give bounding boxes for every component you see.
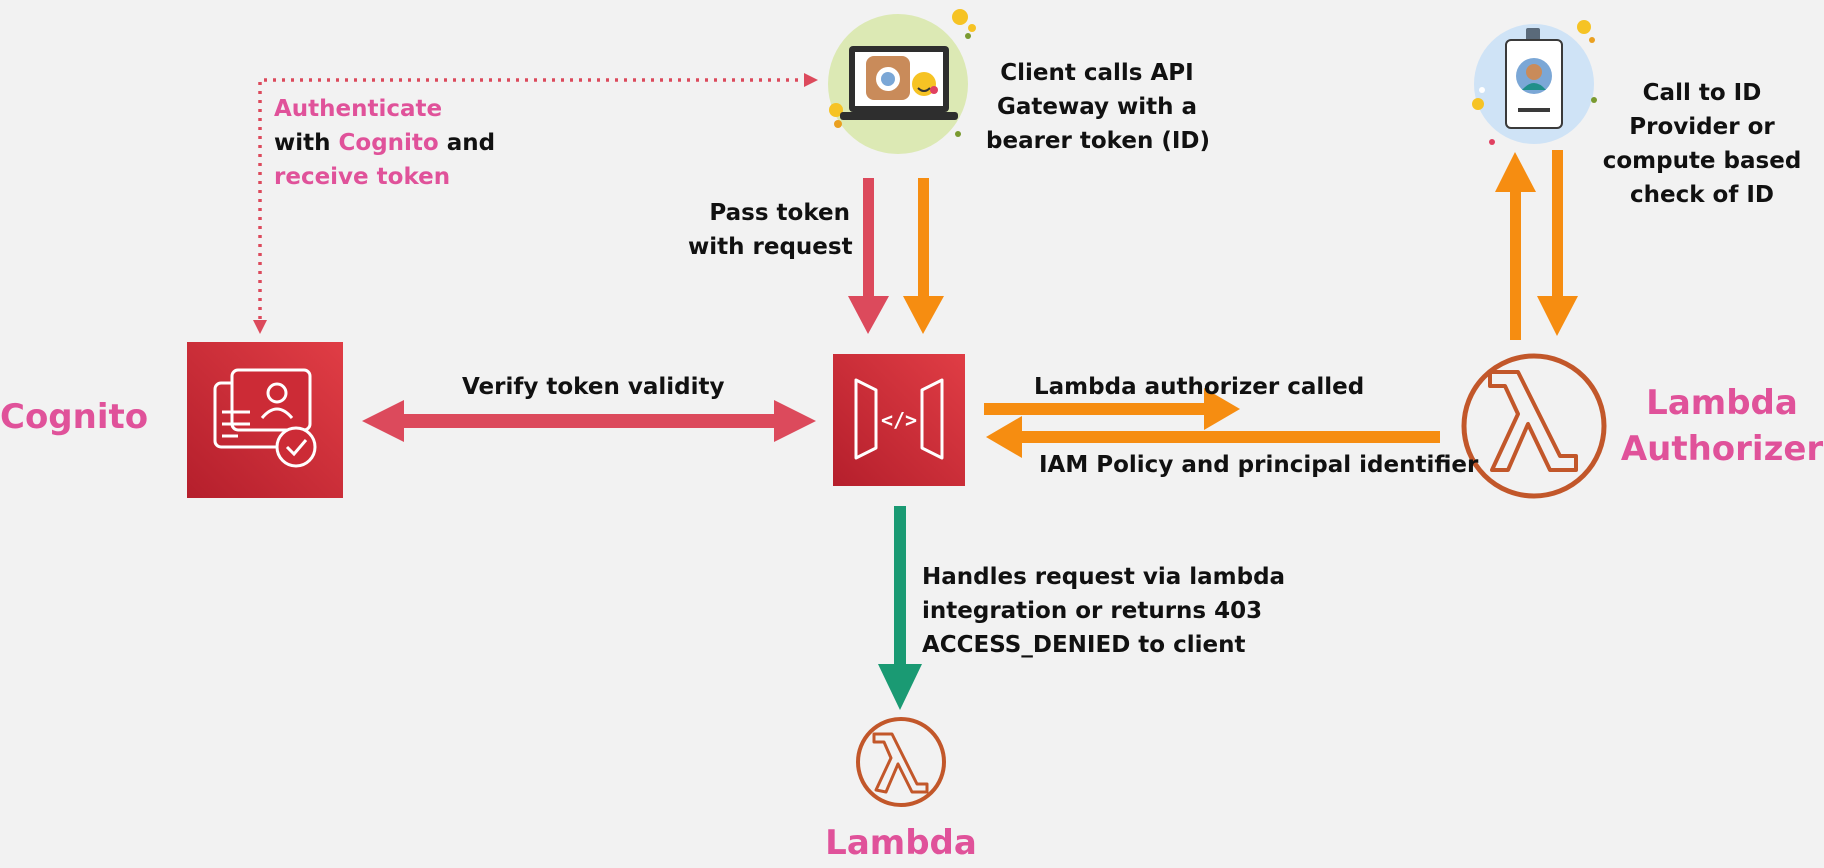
authenticate-line2-b: Cognito — [338, 130, 439, 156]
id-provider-request-arrow — [1495, 152, 1536, 340]
authorizer-called-arrow — [984, 388, 1240, 430]
id-provider-response-arrow — [1537, 150, 1578, 336]
client-calls-line3: bearer token (ID) — [986, 128, 1211, 154]
authorizer-called-label: Lambda authorizer called — [1034, 374, 1365, 400]
iam-policy-label: IAM Policy and principal identifier — [1039, 452, 1479, 478]
authenticate-line2: with Cognito and — [274, 126, 495, 160]
pass-token-line2: with request — [688, 234, 853, 260]
call-id-provider-label: Call to ID Provider or compute based che… — [1594, 76, 1810, 212]
handles-line1: Handles request via lambda — [922, 564, 1286, 590]
lambda-authorizer-label: Lambda Authorizer — [1620, 380, 1824, 472]
iam-policy-arrow — [986, 416, 1440, 458]
call-id-line4: check of ID — [1629, 182, 1774, 208]
authenticate-line2-a: with — [274, 130, 339, 156]
authenticate-dotted-arrow — [253, 73, 818, 334]
cognito-label: Cognito — [0, 397, 149, 437]
authenticate-line2-c: and — [438, 130, 496, 156]
authenticate-line3: receive token — [274, 164, 451, 190]
lambda-authorizer-label-line2: Authorizer — [1620, 429, 1824, 469]
client-calls-label: Client calls API Gateway with a bearer t… — [986, 56, 1211, 158]
call-id-line1: Call to ID — [1642, 80, 1762, 106]
verify-token-label: Verify token validity — [462, 374, 725, 400]
svg-text:</>: </> — [881, 408, 917, 432]
lambda-authorizer-label-line1: Lambda — [1646, 383, 1798, 423]
pass-token-arrow — [848, 178, 889, 334]
lambda-authorizer-icon[interactable] — [1461, 353, 1607, 499]
handles-request-arrow — [878, 506, 922, 710]
handles-request-label: Handles request via lambda integration o… — [922, 560, 1285, 662]
pass-token-label: Pass token with request — [688, 196, 853, 264]
id-badge-icon[interactable] — [1472, 20, 1597, 145]
lambda-function-icon[interactable] — [856, 717, 946, 807]
client-calls-line2: Gateway with a — [996, 94, 1198, 120]
laptop-icon[interactable] — [828, 9, 976, 154]
client-calls-line1: Client calls API — [1000, 60, 1194, 86]
call-id-line2: Provider or — [1629, 114, 1775, 140]
lambda-label: Lambda — [825, 823, 977, 863]
api-gateway-icon[interactable]: </> — [833, 354, 965, 486]
authenticate-line1: Authenticate — [274, 96, 443, 122]
authenticate-label: Authenticate with Cognito and receive to… — [274, 92, 495, 194]
handles-line3: ACCESS_DENIED to client — [922, 632, 1246, 658]
client-request-arrow — [903, 178, 944, 334]
verify-double-arrow — [362, 400, 816, 442]
handles-line2: integration or returns 403 — [922, 598, 1263, 624]
pass-token-line1: Pass token — [709, 200, 850, 226]
cognito-icon[interactable] — [187, 342, 343, 498]
call-id-line3: compute based — [1602, 148, 1802, 174]
